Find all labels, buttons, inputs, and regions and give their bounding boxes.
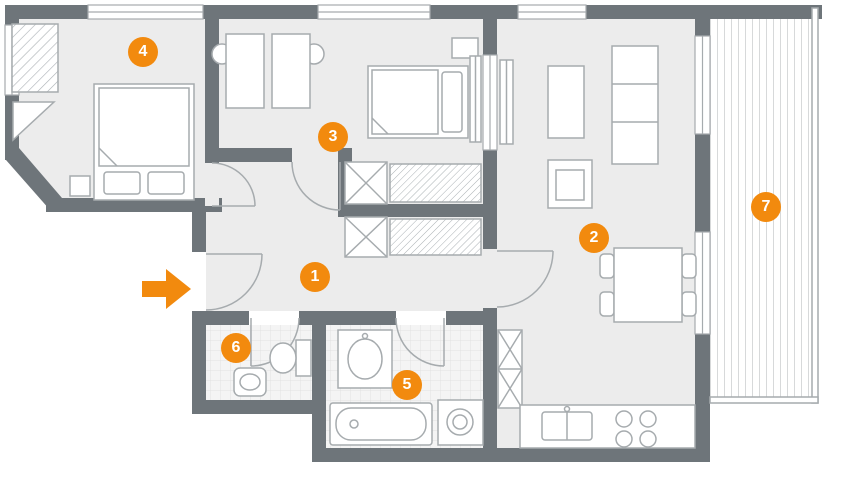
room-marker-living-room: 2 [579,223,609,253]
duvet-fold [98,147,118,167]
door-openings [192,163,497,311]
faucet-icon [361,332,369,340]
bedroom1-door-swing [211,162,256,207]
wall-nook-top [219,148,292,162]
room-marker-bathroom: 5 [392,370,422,400]
railing-right [811,7,819,404]
corner-shelf-icon [12,101,56,142]
bedroom-2-furniture [211,33,482,143]
dining-chair-icon [681,253,697,279]
room-marker-bedroom-1: 4 [128,37,158,67]
toilet-tank [295,339,312,377]
nightstand-icon [69,175,91,197]
wall-bedroom1-bottom [46,198,222,212]
basin-icon [347,338,383,380]
wall-bottom [312,448,710,462]
wall-wet-1 [192,311,249,325]
tv-icon [555,169,585,201]
wardrobe-rail-icon [389,218,482,256]
wall-diagonal [6,148,62,210]
bedroom-1-furniture [11,23,195,201]
entrance-arrow-icon [142,269,191,309]
bedroom1-door-opening [205,163,219,206]
wall-wc-bottom [192,400,326,414]
balcony-door-lower [694,231,711,335]
pillow [147,171,185,195]
entrance-opening [192,252,206,311]
wardrobe-icon [11,23,59,93]
faucet-icon [563,405,571,413]
desk-icon [271,33,311,109]
furniture [11,7,819,449]
duvet [98,87,190,167]
dining-chair-icon [599,291,615,317]
drain-icon [349,419,359,429]
entrance-door-swing [205,253,263,311]
duvet [371,69,439,135]
wardrobe-rail-icon [389,163,482,203]
dining-chair-icon [599,253,615,279]
room-marker-wc: 6 [221,333,251,363]
wall-bedroom-divider-stub [205,206,219,212]
wall-wet-3 [446,311,497,325]
nightstand-icon [451,37,479,59]
duvet-fold [371,117,389,135]
pillow [441,71,463,133]
bedroom2-door-swing [291,161,341,211]
toilet-icon [269,342,297,374]
dining-table-icon [613,247,683,323]
living-room-furniture [497,45,697,449]
door-swings [205,161,554,367]
pillow [103,171,141,195]
bathroom-furniture [329,329,484,446]
window-room-divider [482,54,498,151]
sofa-icon [611,45,659,165]
desk-icon [225,33,265,109]
bathroom-door-swing [395,317,445,367]
living-door-opening [483,249,497,308]
railing-bottom [709,396,819,404]
built-in-wardrobes [344,161,482,258]
wc-furniture [233,339,312,397]
stove-icon [615,410,657,448]
window-bedroom2-top [317,4,431,20]
window-bedroom1-top [87,4,204,20]
room-marker-bedroom-2: 3 [318,122,348,152]
window-living-top [517,4,587,20]
wall-wardrobe [338,204,497,217]
room-marker-balcony: 7 [751,192,781,222]
bathtub-inner [335,407,427,441]
dining-chair-icon [681,291,697,317]
wall-wet-2 [299,311,396,325]
balcony-door-upper [694,35,711,135]
room-marker-hallway: 1 [300,262,330,292]
coffee-table-icon [547,65,585,139]
wall-bedroom-divider [205,5,219,163]
living-door-swing [496,250,554,308]
balcony-railing [709,7,819,404]
wall-wc-bath-divider [312,325,326,462]
